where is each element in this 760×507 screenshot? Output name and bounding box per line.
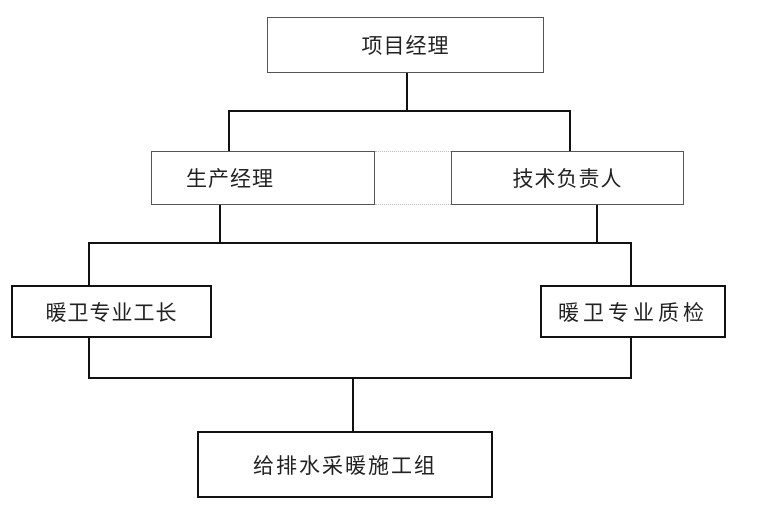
- connector-to-team: [352, 377, 354, 431]
- connector-foreman-down: [88, 338, 90, 378]
- node-label: 生产经理: [186, 167, 274, 191]
- node-label: 技术负责人: [512, 167, 623, 191]
- node-project-manager: 项目经理: [267, 17, 544, 73]
- connector-quality-down: [630, 338, 632, 378]
- connector-top-bar: [228, 110, 571, 112]
- node-label: 暖卫专业质检: [558, 300, 708, 325]
- node-label: 暖卫专业工长: [45, 300, 178, 325]
- node-technical-lead: 技术负责人: [451, 151, 684, 205]
- node-production-manager: 生产经理: [151, 151, 375, 205]
- connector-to-quality: [630, 242, 632, 285]
- dotted-link-top: [375, 151, 451, 152]
- node-label: 项目经理: [361, 34, 450, 58]
- dotted-link-bottom: [375, 204, 451, 205]
- connector-to-technical: [569, 110, 571, 151]
- connector-to-production: [228, 110, 230, 151]
- node-plumbing-team: 给排水采暖施工组: [197, 431, 493, 498]
- node-label: 给排水采暖施工组: [253, 453, 437, 478]
- connector-production-down: [219, 205, 221, 244]
- connector-bottom-bar: [88, 377, 632, 379]
- connector-technical-down: [596, 205, 598, 244]
- node-hvac-foreman: 暖卫专业工长: [11, 285, 212, 338]
- connector-to-foreman: [88, 242, 90, 285]
- connector-top-stem: [406, 73, 408, 111]
- node-hvac-quality: 暖卫专业质检: [540, 285, 726, 338]
- connector-mid-bar: [88, 242, 632, 244]
